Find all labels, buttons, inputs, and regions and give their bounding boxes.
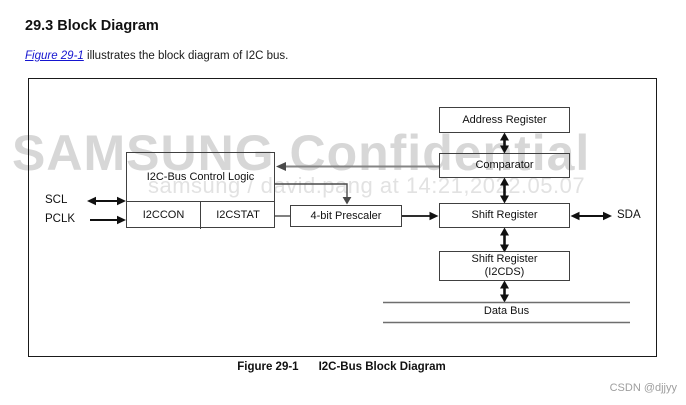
addr-comparator-arrow — [500, 132, 509, 154]
caption-figure-number: Figure 29-1 — [237, 361, 299, 373]
control-logic-label: I2C-Bus Control Logic — [146, 170, 255, 183]
comparator-shift-arrow — [500, 177, 509, 204]
signal-sda: SDA — [617, 209, 641, 221]
data-bus-label: Data Bus — [483, 305, 530, 317]
signal-pclk: PCLK — [45, 213, 76, 225]
shift-register-ds-line1: Shift Register — [471, 253, 538, 265]
block-comparator: Comparator — [439, 153, 570, 178]
signal-scl: SCL — [45, 194, 68, 206]
block-i2ccon: I2CCON — [142, 208, 185, 221]
block-i2cstat: I2CSTAT — [216, 208, 260, 221]
block-shift-register: Shift Register — [439, 203, 570, 228]
block-shift-register-i2cds: Shift Register (I2CDS) — [439, 251, 570, 281]
pclk-arrow — [90, 215, 126, 225]
figure-link[interactable]: Figure 29-1 — [25, 50, 84, 62]
control-to-prescaler-arrow — [275, 183, 352, 205]
block-address-register: Address Register — [439, 107, 570, 133]
comparator-feedback-arrow — [276, 162, 439, 171]
intro-paragraph: Figure 29-1 illustrates the block diagra… — [25, 50, 288, 62]
prescaler-to-shift-arrow — [402, 211, 439, 221]
shift-register-ds-line2: (I2CDS) — [484, 266, 525, 278]
intro-text: illustrates the block diagram of I2C bus… — [83, 50, 289, 62]
caption-title: I2C-Bus Block Diagram — [318, 361, 446, 373]
figure-frame — [28, 78, 657, 357]
sda-arrow — [570, 211, 612, 221]
data-bus-rails — [383, 301, 630, 324]
figure-caption: Figure 29-1 I2C-Bus Block Diagram — [28, 361, 655, 373]
scl-arrow — [87, 196, 126, 206]
register-divider — [200, 201, 201, 229]
section-heading: 29.3 Block Diagram — [25, 18, 159, 34]
shift-i2cds-arrow — [500, 227, 509, 253]
csdn-credit: CSDN @djjyy — [609, 382, 677, 394]
i2cds-databus-arrow — [500, 280, 509, 303]
block-prescaler: 4-bit Prescaler — [290, 205, 402, 227]
block-control-logic: I2C-Bus Control Logic I2CCON I2CSTAT — [126, 152, 275, 229]
